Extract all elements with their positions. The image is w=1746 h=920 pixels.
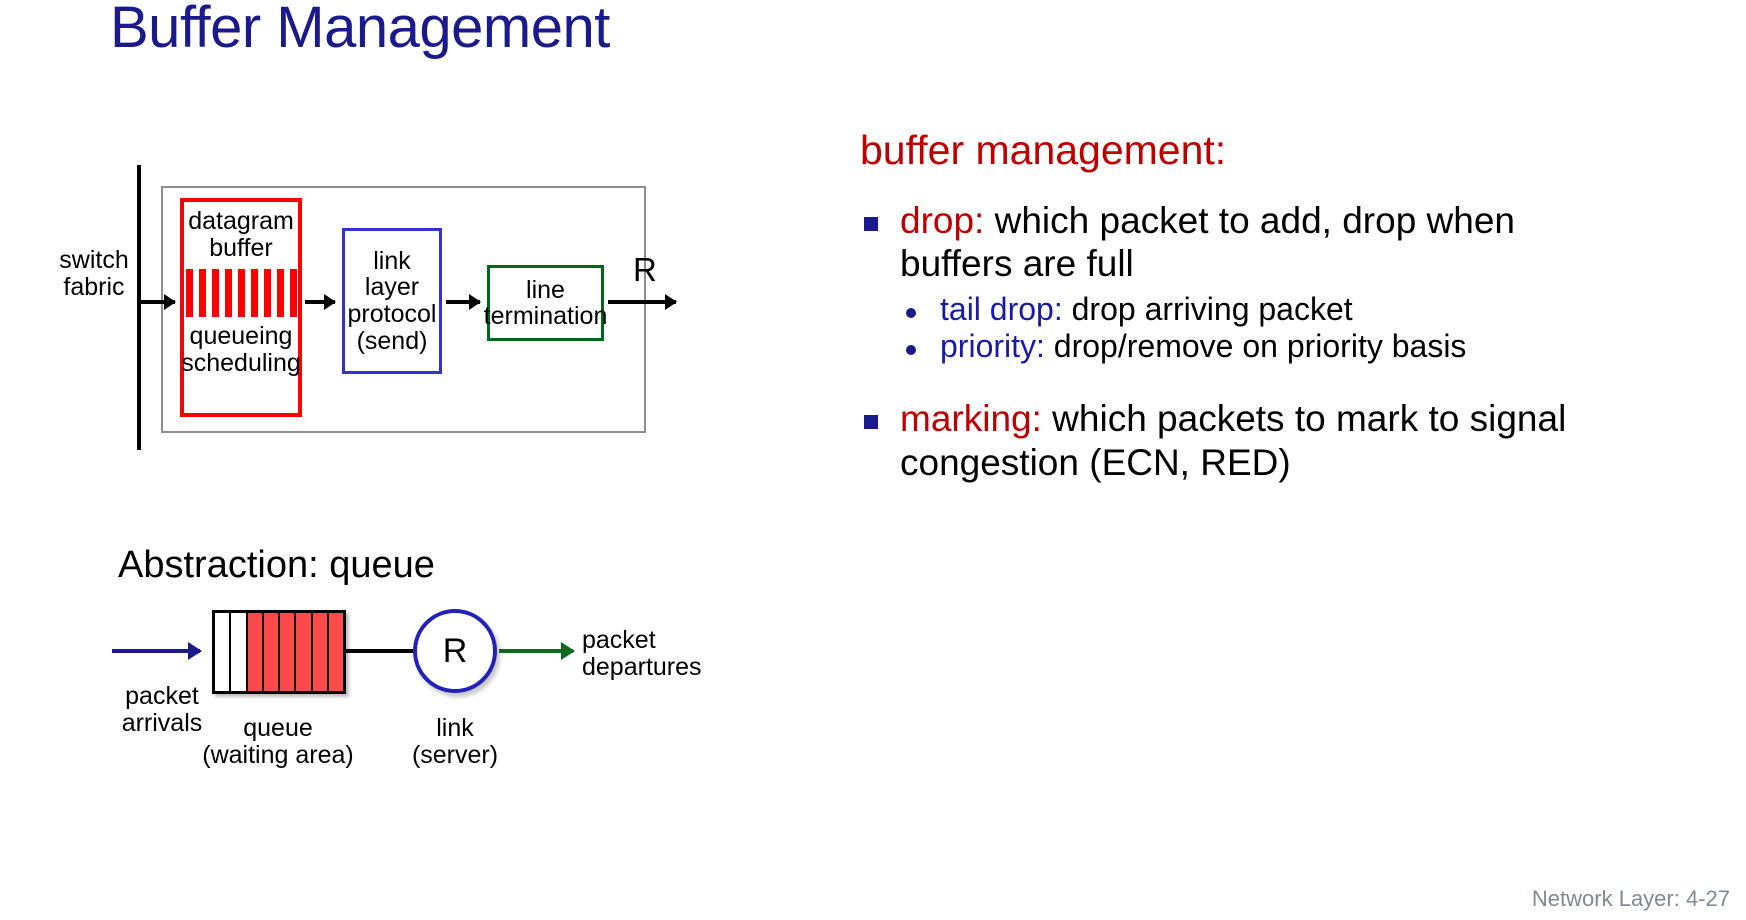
router-output-port-diagram: switch fabric datagram buffer queueing s…	[55, 165, 715, 465]
packet-arrivals-caption-line1: packet	[125, 682, 199, 710]
abstraction-heading-word: queue	[329, 544, 435, 586]
server-circle: R	[413, 609, 497, 693]
queue-caption-line2: (waiting area)	[202, 741, 354, 769]
packet-arrivals-caption-line2: arrivals	[121, 709, 203, 737]
arrow-outgoing-link	[608, 294, 677, 310]
link-layer-protocol-box: link layer protocol (send)	[342, 228, 442, 374]
square-bullet-icon	[864, 217, 878, 232]
arrow-linklayer-to-termination	[446, 294, 481, 310]
queue-to-server-line	[346, 649, 418, 653]
round-bullet-icon	[906, 307, 916, 318]
round-bullet-icon	[906, 345, 916, 356]
switch-fabric-label-line2: fabric	[63, 272, 125, 301]
square-bullet-icon	[864, 415, 878, 430]
packet-arrivals-caption: packet arrivals	[92, 683, 232, 737]
bullet-body-drop: which packet to add, drop when buffers a…	[900, 200, 1516, 285]
queue-abstraction-diagram: R packet departures packet arrivals queu…	[100, 605, 720, 785]
sub-body-tail-drop: drop arriving packet	[1062, 290, 1353, 327]
link-layer-label-line1: link	[373, 246, 411, 275]
bullet-item-drop-text: drop: which packet to add, drop when buf…	[900, 200, 1515, 284]
bullet-spacer	[860, 367, 1590, 397]
line-termination-label-line2: termination	[483, 302, 608, 330]
page-title: Buffer Management	[110, 0, 610, 60]
line-termination-box: line termination	[484, 265, 607, 341]
link-layer-label-line2: layer	[364, 273, 420, 302]
datagram-buffer-box: datagram buffer queueing scheduling	[180, 198, 302, 417]
switch-fabric-bar	[137, 165, 141, 450]
link-caption-line2: (server)	[411, 741, 499, 769]
bullet-keyword-drop: drop:	[900, 200, 985, 242]
queue-cell-filled	[263, 613, 280, 691]
bullet-column: buffer management: drop: which packet to…	[860, 127, 1590, 490]
link-layer-label-line4: (send)	[356, 326, 428, 355]
bullet-item-drop: drop: which packet to add, drop when buf…	[860, 199, 1590, 286]
packet-departures-label-line1: packet	[582, 626, 656, 654]
sub-keyword-priority: priority:	[940, 328, 1045, 365]
link-rate-label: R	[633, 251, 657, 288]
packet-departures-label-line2: departures	[582, 653, 702, 681]
queued-packet-stripes	[185, 269, 297, 317]
line-termination-label-line1: line	[526, 275, 565, 304]
sub-keyword-tail-drop: tail drop:	[940, 290, 1063, 327]
link-caption-line1: link	[436, 714, 474, 742]
abstraction-heading-prefix: Abstraction	[118, 544, 309, 586]
queue-cell-empty	[231, 613, 248, 691]
queue-caption: queue (waiting area)	[188, 715, 368, 769]
bullet-keyword-marking: marking:	[900, 398, 1042, 440]
bullet-item-marking-text: marking: which packets to mark to signal…	[900, 398, 1566, 482]
sub-bullet-priority-text: priority: drop/remove on priority basis	[940, 328, 1467, 365]
arrow-buffer-to-linklayer	[305, 294, 336, 310]
bullet-column-heading: buffer management:	[860, 127, 1227, 173]
arrow-fabric-to-buffer	[139, 294, 176, 310]
sub-bullet-priority: priority: drop/remove on priority basis	[860, 329, 1590, 365]
bullet-item-marking: marking: which packets to mark to signal…	[860, 397, 1590, 484]
link-caption: link (server)	[400, 715, 510, 769]
datagram-buffer-label-line4: scheduling	[181, 349, 301, 377]
sub-bullet-tail-drop-text: tail drop: drop arriving packet	[940, 291, 1353, 327]
abstraction-heading: Abstraction: queue	[118, 544, 435, 587]
queue-cell-filled	[312, 613, 329, 691]
queue-box	[212, 610, 346, 694]
datagram-buffer-label-line2: buffer	[209, 234, 273, 262]
queue-cell-filled	[247, 613, 264, 691]
bullet-body-marking: which packets to mark to signal congesti…	[900, 398, 1567, 483]
datagram-buffer-label-line3: queueing	[189, 322, 293, 350]
datagram-buffer-label-line1: datagram	[188, 207, 294, 235]
packet-departures-arrow	[499, 642, 575, 660]
sub-body-priority: drop/remove on priority basis	[1044, 328, 1467, 365]
sub-bullet-tail-drop: tail drop: drop arriving packet	[860, 291, 1590, 328]
queue-caption-line1: queue	[243, 714, 313, 742]
queue-cell-filled	[328, 613, 343, 691]
sub-bullet-list-drop: tail drop: drop arriving packet priority…	[860, 291, 1590, 366]
queue-cell-filled	[296, 613, 313, 691]
abstraction-heading-colon: :	[308, 544, 330, 586]
output-port-boundary-box	[161, 186, 646, 433]
packet-arrivals-arrow	[112, 642, 202, 660]
switch-fabric-label: switch fabric	[55, 247, 133, 300]
slide-footer: Network Layer: 4-27	[1531, 886, 1730, 911]
link-layer-label-line3: protocol	[347, 300, 437, 328]
packet-departures-label: packet departures	[582, 627, 732, 681]
queue-cell-filled	[280, 613, 297, 691]
queue-cell-empty	[215, 613, 232, 691]
switch-fabric-label-line1: switch	[59, 246, 129, 274]
